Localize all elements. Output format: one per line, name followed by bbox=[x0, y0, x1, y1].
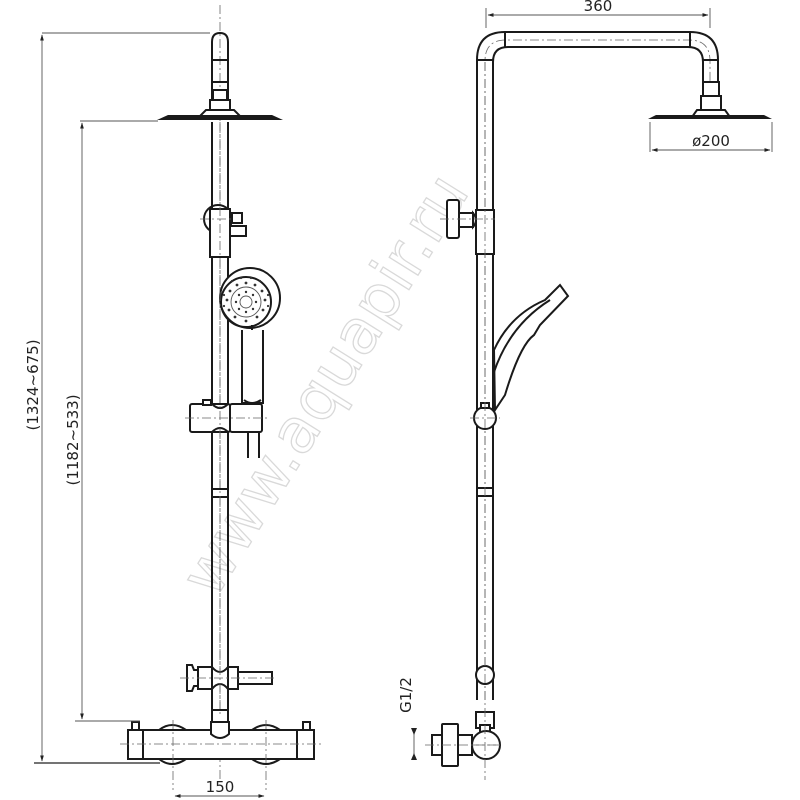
thread-label: G1/2 bbox=[397, 677, 415, 713]
bar-height-label: (1182~533) bbox=[64, 394, 82, 485]
arm-reach-label: 360 bbox=[584, 0, 613, 15]
front-view bbox=[120, 5, 322, 790]
overhead-arm-inner bbox=[492, 46, 704, 700]
side-rain-shower-head bbox=[648, 115, 772, 119]
hand-shower-handle bbox=[241, 330, 264, 404]
side-swivel bbox=[702, 81, 720, 97]
thermostatic-mixer bbox=[120, 720, 322, 790]
diverter-outlet bbox=[229, 225, 247, 237]
rain-shower-head bbox=[157, 115, 283, 120]
top-pipe bbox=[211, 31, 229, 105]
side-view: ø200 360 bbox=[397, 0, 773, 780]
head-diameter-label: ø200 bbox=[692, 132, 730, 150]
spray-nozzles bbox=[222, 276, 270, 323]
front-dimensions: (1324~675) (1182~533) 150 bbox=[24, 32, 265, 798]
lower-connector bbox=[180, 664, 275, 692]
temp-knob-pin bbox=[131, 721, 140, 731]
overhead-arm-outer bbox=[476, 31, 719, 700]
total-height-label: (1324~675) bbox=[24, 339, 42, 430]
inlet-spacing-label: 150 bbox=[206, 778, 235, 796]
side-hand-shower bbox=[492, 283, 570, 414]
